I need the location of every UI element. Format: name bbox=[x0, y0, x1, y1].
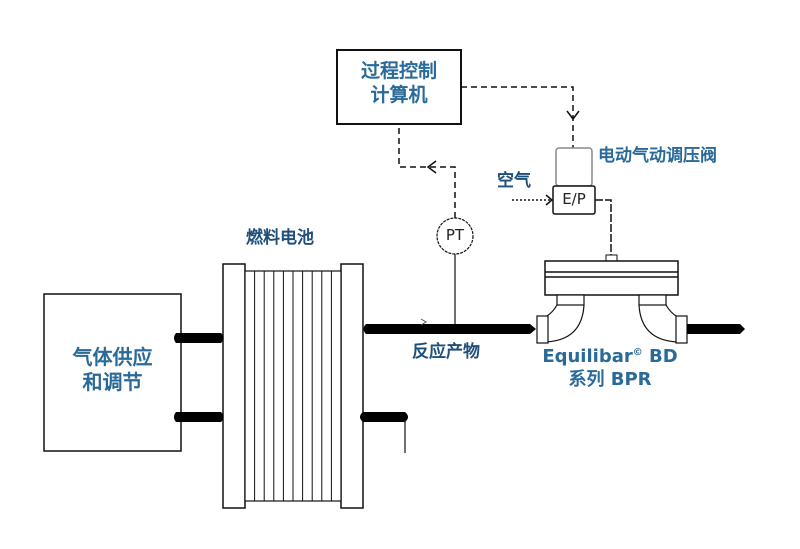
bpr-brand: Equilibar bbox=[542, 346, 633, 367]
copyright-mark: © bbox=[632, 347, 643, 358]
pt-label: PT bbox=[445, 226, 465, 244]
valve-actuator-label: 电动气动调压阀 bbox=[598, 146, 717, 166]
fuel-cell-label: 燃料电池 bbox=[246, 228, 314, 248]
bpr-top-port bbox=[605, 254, 618, 262]
arrow-down-icon bbox=[566, 110, 580, 121]
bpr-body bbox=[544, 260, 679, 296]
bpr-outlet-flange bbox=[675, 315, 688, 344]
bpr-inlet-flange bbox=[536, 315, 549, 344]
arrow-left-icon bbox=[426, 160, 437, 174]
signal-line-pt-to-computer bbox=[398, 124, 456, 218]
outlet-pipe bbox=[687, 324, 745, 334]
product-label: 反应产物 bbox=[412, 342, 480, 362]
gas-supply-box bbox=[43, 293, 182, 452]
bpr-label-line1: Equilibar© BD bbox=[520, 346, 700, 369]
product-pipe bbox=[363, 324, 536, 334]
arrow-right-icon bbox=[545, 194, 554, 206]
gas-supply-label-line1: 气体供应 bbox=[72, 345, 153, 369]
valve-actuator-box bbox=[555, 147, 593, 187]
fuel-cell-end-plate-left bbox=[222, 263, 246, 509]
computer-box bbox=[336, 49, 462, 125]
pneumatic-line bbox=[595, 199, 612, 256]
bpr-label-line2: 系列 BPR bbox=[568, 368, 652, 390]
ep-label: E/P bbox=[562, 190, 586, 208]
computer-label-line1: 过程控制 bbox=[360, 60, 437, 82]
fuel-cell-end-plate-right bbox=[340, 263, 364, 509]
gas-inlet-pipe-2 bbox=[174, 412, 224, 422]
signal-line-computer-to-valve bbox=[461, 86, 574, 148]
fuel-cell-plates bbox=[254, 271, 332, 501]
computer-label-line2: 计算机 bbox=[370, 83, 428, 106]
bpr-model: BD bbox=[642, 346, 678, 367]
bpr-label: Equilibar© BD 系列 BPR bbox=[520, 346, 700, 391]
gas-supply-label-line2: 和调节 bbox=[82, 370, 143, 394]
air-label: 空气 bbox=[497, 171, 531, 191]
gas-inlet-pipe-1 bbox=[174, 333, 224, 343]
stack-drain-pipe bbox=[360, 412, 408, 422]
computer-label: 过程控制 计算机 bbox=[337, 60, 461, 108]
gas-supply-label: 气体供应 和调节 bbox=[44, 345, 181, 395]
